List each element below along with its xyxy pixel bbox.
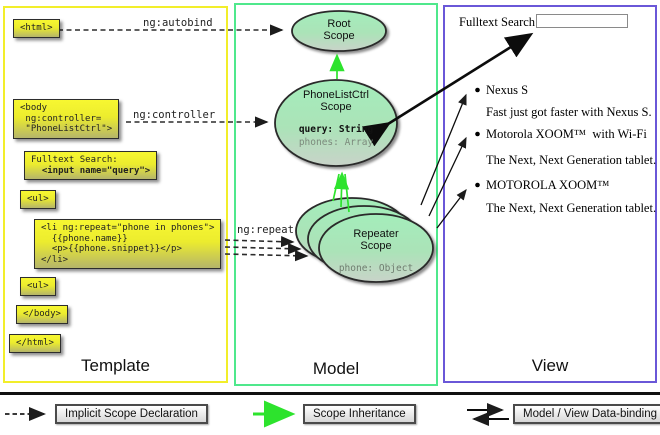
code-fulltext-search: Fulltext Search: <input name="query"> — [24, 151, 158, 180]
legend-divider — [0, 392, 660, 395]
code-html-close: </html> — [9, 334, 61, 353]
ng-autobind-label: ng:autobind — [143, 17, 213, 29]
view-column-label: View — [531, 356, 569, 375]
repeater-scope-title: Repeater Scope — [353, 228, 399, 252]
ctrl-prop-phones: phones: Array — [298, 137, 374, 148]
fulltext-search-input[interactable] — [536, 14, 628, 28]
view-item-title: Motorola XOOM™ with Wi-Fi — [486, 127, 647, 141]
view-search-label: Fulltext Search: — [459, 15, 539, 29]
view-column: View — [443, 5, 657, 383]
code-fulltext-label: Fulltext Search: — [31, 155, 118, 165]
template-column-label: Template — [81, 356, 150, 375]
model-column-label: Model — [312, 359, 360, 378]
repeater-prop-phone: phone: Object — [338, 263, 414, 274]
legend-implicit-label: Implicit Scope Declaration — [55, 404, 208, 424]
legend-databinding-label: Model / View Data-binding — [513, 404, 660, 424]
legend-inheritance-label: Scope Inheritance — [303, 404, 416, 424]
code-body-close: </body> — [16, 305, 68, 324]
view-item-title: MOTOROLA XOOM™ — [486, 178, 610, 192]
ng-repeat-label: ng:repeat — [237, 224, 294, 236]
phonelistctrl-scope-title: PhoneListCtrl Scope — [302, 89, 370, 113]
code-ul-close: <ul> — [20, 277, 56, 296]
code-ul-open: <ul> — [20, 190, 56, 209]
code-html-open: <html> — [13, 19, 60, 38]
view-item-desc: The Next, Next Generation tablet. — [486, 153, 657, 167]
model-column: Model — [234, 3, 438, 386]
view-item-title: Nexus S — [486, 83, 529, 97]
ctrl-prop-query: query: String — [298, 124, 374, 135]
code-body-open: <body ng:controller= "PhoneListCtrl"> — [13, 99, 120, 139]
root-scope-title: Root Scope — [323, 18, 355, 42]
ng-controller-label: ng:controller — [133, 109, 216, 121]
code-li-repeat: <li ng:repeat="phone in phones"> {{phone… — [34, 219, 222, 269]
view-item-desc: Fast just got faster with Nexus S. — [486, 105, 652, 119]
code-input-query: <input name="query"> — [31, 165, 151, 176]
view-item-desc: The Next, Next Generation tablet. — [486, 201, 657, 215]
